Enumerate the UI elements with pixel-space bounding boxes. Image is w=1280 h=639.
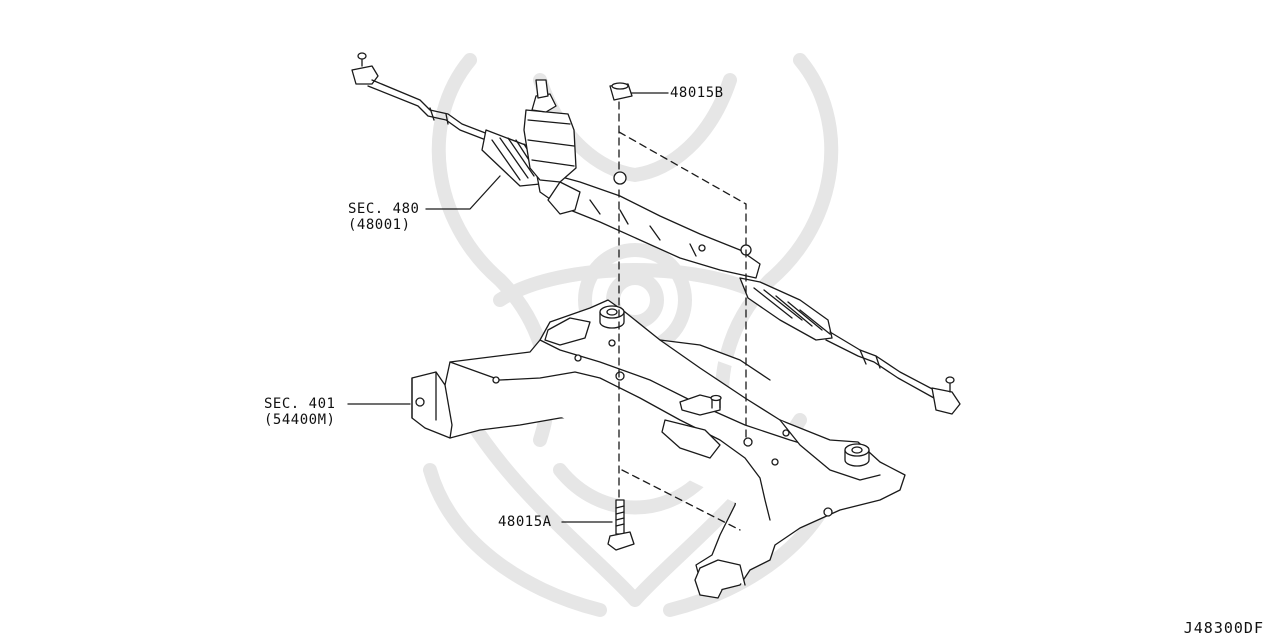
suspension-member — [411, 299, 906, 599]
leader-lines — [347, 92, 669, 523]
steering-gear-assembly — [351, 52, 961, 415]
label-sec-480: SEC. 480 — [348, 201, 420, 217]
label-48015a: 48015A — [498, 514, 552, 530]
label-48001: (48001) — [348, 217, 411, 233]
alignment-lines — [618, 101, 747, 531]
label-sec-401: SEC. 401 — [264, 396, 336, 412]
label-54400m: (54400M) — [264, 412, 336, 428]
nut-48015b — [609, 82, 633, 101]
diagram-reference-code: J48300DF — [1183, 619, 1264, 637]
line-art — [347, 52, 961, 599]
bolt-48015a — [607, 499, 635, 551]
label-48015b: 48015B — [670, 85, 724, 101]
